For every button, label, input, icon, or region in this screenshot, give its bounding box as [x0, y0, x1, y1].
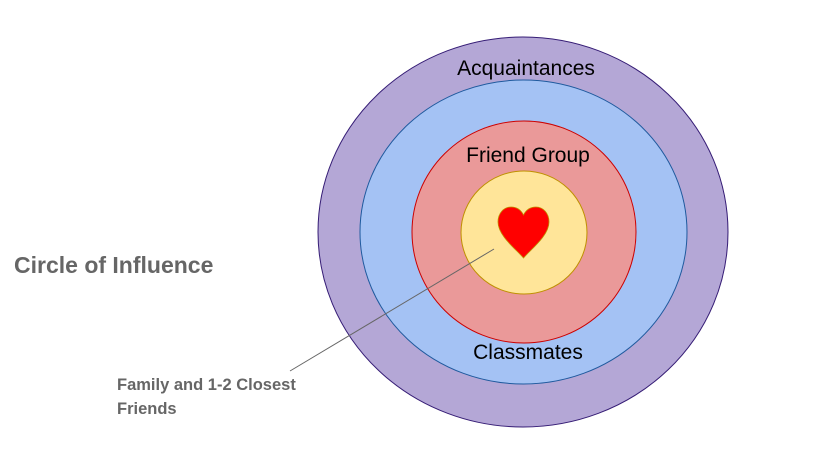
- diagram-title: Circle of Influence: [14, 252, 214, 278]
- callout-leader-line: [289, 248, 495, 372]
- heart-icon: [497, 206, 550, 259]
- label-acquaintances: Acquaintances: [457, 57, 595, 80]
- label-friend-group: Friend Group: [466, 144, 590, 167]
- callout-line-1: Family and 1-2 Closest: [117, 376, 296, 394]
- label-classmates: Classmates: [473, 341, 583, 364]
- callout-line-2: Friends: [117, 400, 177, 418]
- callout-label-family: Family and 1-2 Closest Friends: [117, 373, 357, 421]
